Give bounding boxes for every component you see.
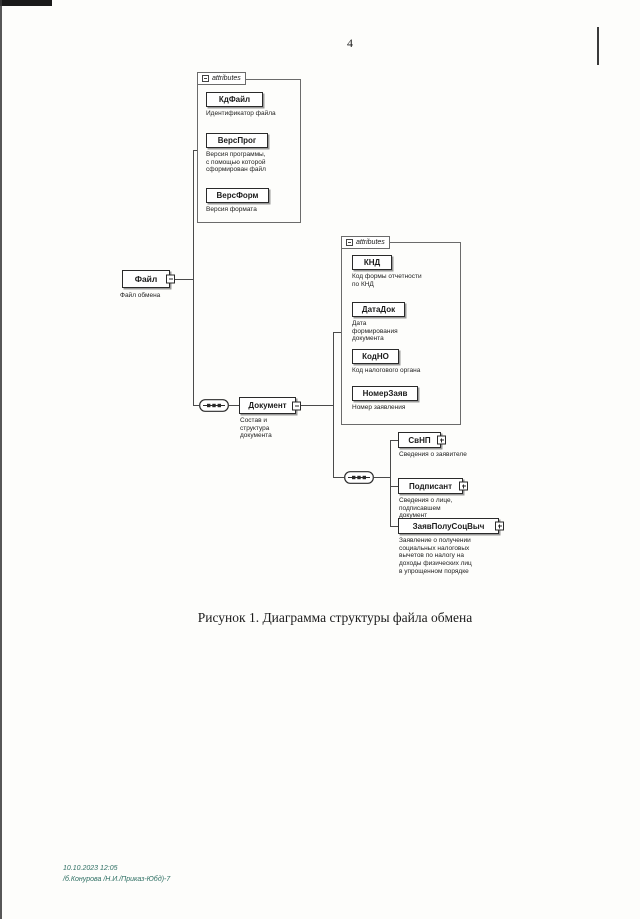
connector-line [390, 526, 398, 527]
collapse-icon [346, 239, 353, 246]
attribute-versprog-caption: Версия программы, с помощью которой сфор… [206, 151, 266, 174]
scan-artifact-right-edge [597, 27, 599, 65]
collapse-icon [202, 75, 209, 82]
connector-line [175, 279, 193, 280]
connector-line [390, 486, 398, 487]
attribute-versform-caption: Версия формата [206, 206, 257, 213]
attributes-tab-file: attributes [197, 72, 246, 85]
attribute-versprog: ВерсПрог [206, 133, 268, 148]
attribute-kdfail-caption: Идентификатор файла [206, 110, 276, 117]
attribute-kodno-caption: Код налогового органа [352, 367, 421, 374]
connector-line [193, 405, 199, 406]
attribute-knd: КНД [352, 255, 392, 270]
connector-line [333, 332, 341, 333]
attributes-box-document [341, 242, 461, 425]
connector-line [301, 405, 333, 406]
element-file-label: Файл [134, 274, 158, 284]
element-podpisant-caption: Сведения о лице, подписавшем документ [399, 497, 453, 520]
scan-footer: 10.10.2023 12:05 /б.Конурова /Н.И./Прика… [63, 864, 170, 886]
collapse-icon [166, 274, 175, 284]
element-file-caption: Файл обмена [120, 292, 161, 299]
attributes-tab-label: attributes [212, 75, 241, 82]
page-number: 4 [347, 36, 353, 50]
element-podpisant: Подписант [398, 478, 468, 494]
attribute-knd-caption: Код формы отчетности по КНД [352, 273, 422, 288]
connector-line [333, 477, 344, 478]
sequence-icon [199, 399, 229, 412]
connector-line [193, 150, 198, 151]
element-svnp-caption: Сведения о заявителе [399, 451, 467, 458]
connector-line [229, 405, 239, 406]
connector-line [333, 332, 334, 478]
expand-icon [437, 435, 446, 445]
element-svnp-label: СвНП [408, 435, 431, 445]
element-podpisant-label: Подписант [408, 481, 453, 491]
attribute-nomerzayav: НомерЗаяв [352, 386, 418, 401]
attribute-datadok: ДатаДок [352, 302, 405, 317]
collapse-icon [292, 401, 301, 410]
element-document: Документ [239, 397, 301, 414]
scan-artifact-top-left [0, 0, 52, 6]
attribute-datadok-caption: Дата формирования документа [352, 320, 398, 343]
attribute-nomerzayav-caption: Номер заявления [352, 404, 406, 411]
attribute-versform: ВерсФорм [206, 188, 269, 203]
connector-line [193, 150, 194, 406]
attributes-tab-label: attributes [356, 239, 385, 246]
figure-caption: Рисунок 1. Диаграмма структуры файла обм… [197, 610, 473, 625]
element-zayavpolusocvych-label: ЗаявПолуСоцВыч [412, 521, 485, 531]
attributes-box-file [197, 79, 301, 223]
scan-artifact-left-edge [0, 0, 2, 919]
footer-timestamp: 10.10.2023 12:05 [63, 865, 118, 872]
attributes-tab-document: attributes [341, 236, 390, 249]
expand-icon [495, 521, 504, 531]
element-zayavpolusocvych: ЗаявПолуСоцВыч [398, 518, 504, 534]
expand-icon [459, 481, 468, 491]
element-document-caption: Состав и структура документа [240, 417, 272, 440]
sequence-icon [344, 471, 374, 484]
connector-line [390, 440, 391, 527]
element-file: Файл [122, 270, 175, 288]
footer-reference: /б.Конурова /Н.И./Приказ-Юбд)-7 [63, 875, 171, 883]
attribute-kdfail: КдФайл [206, 92, 263, 107]
connector-line [374, 477, 390, 478]
element-document-label: Документ [248, 401, 287, 410]
connector-line [390, 440, 398, 441]
element-svnp: СвНП [398, 432, 446, 448]
element-zayavpolusocvych-caption: Заявление о получении социальных налогов… [399, 537, 472, 575]
attribute-kodno: КодНО [352, 349, 399, 364]
